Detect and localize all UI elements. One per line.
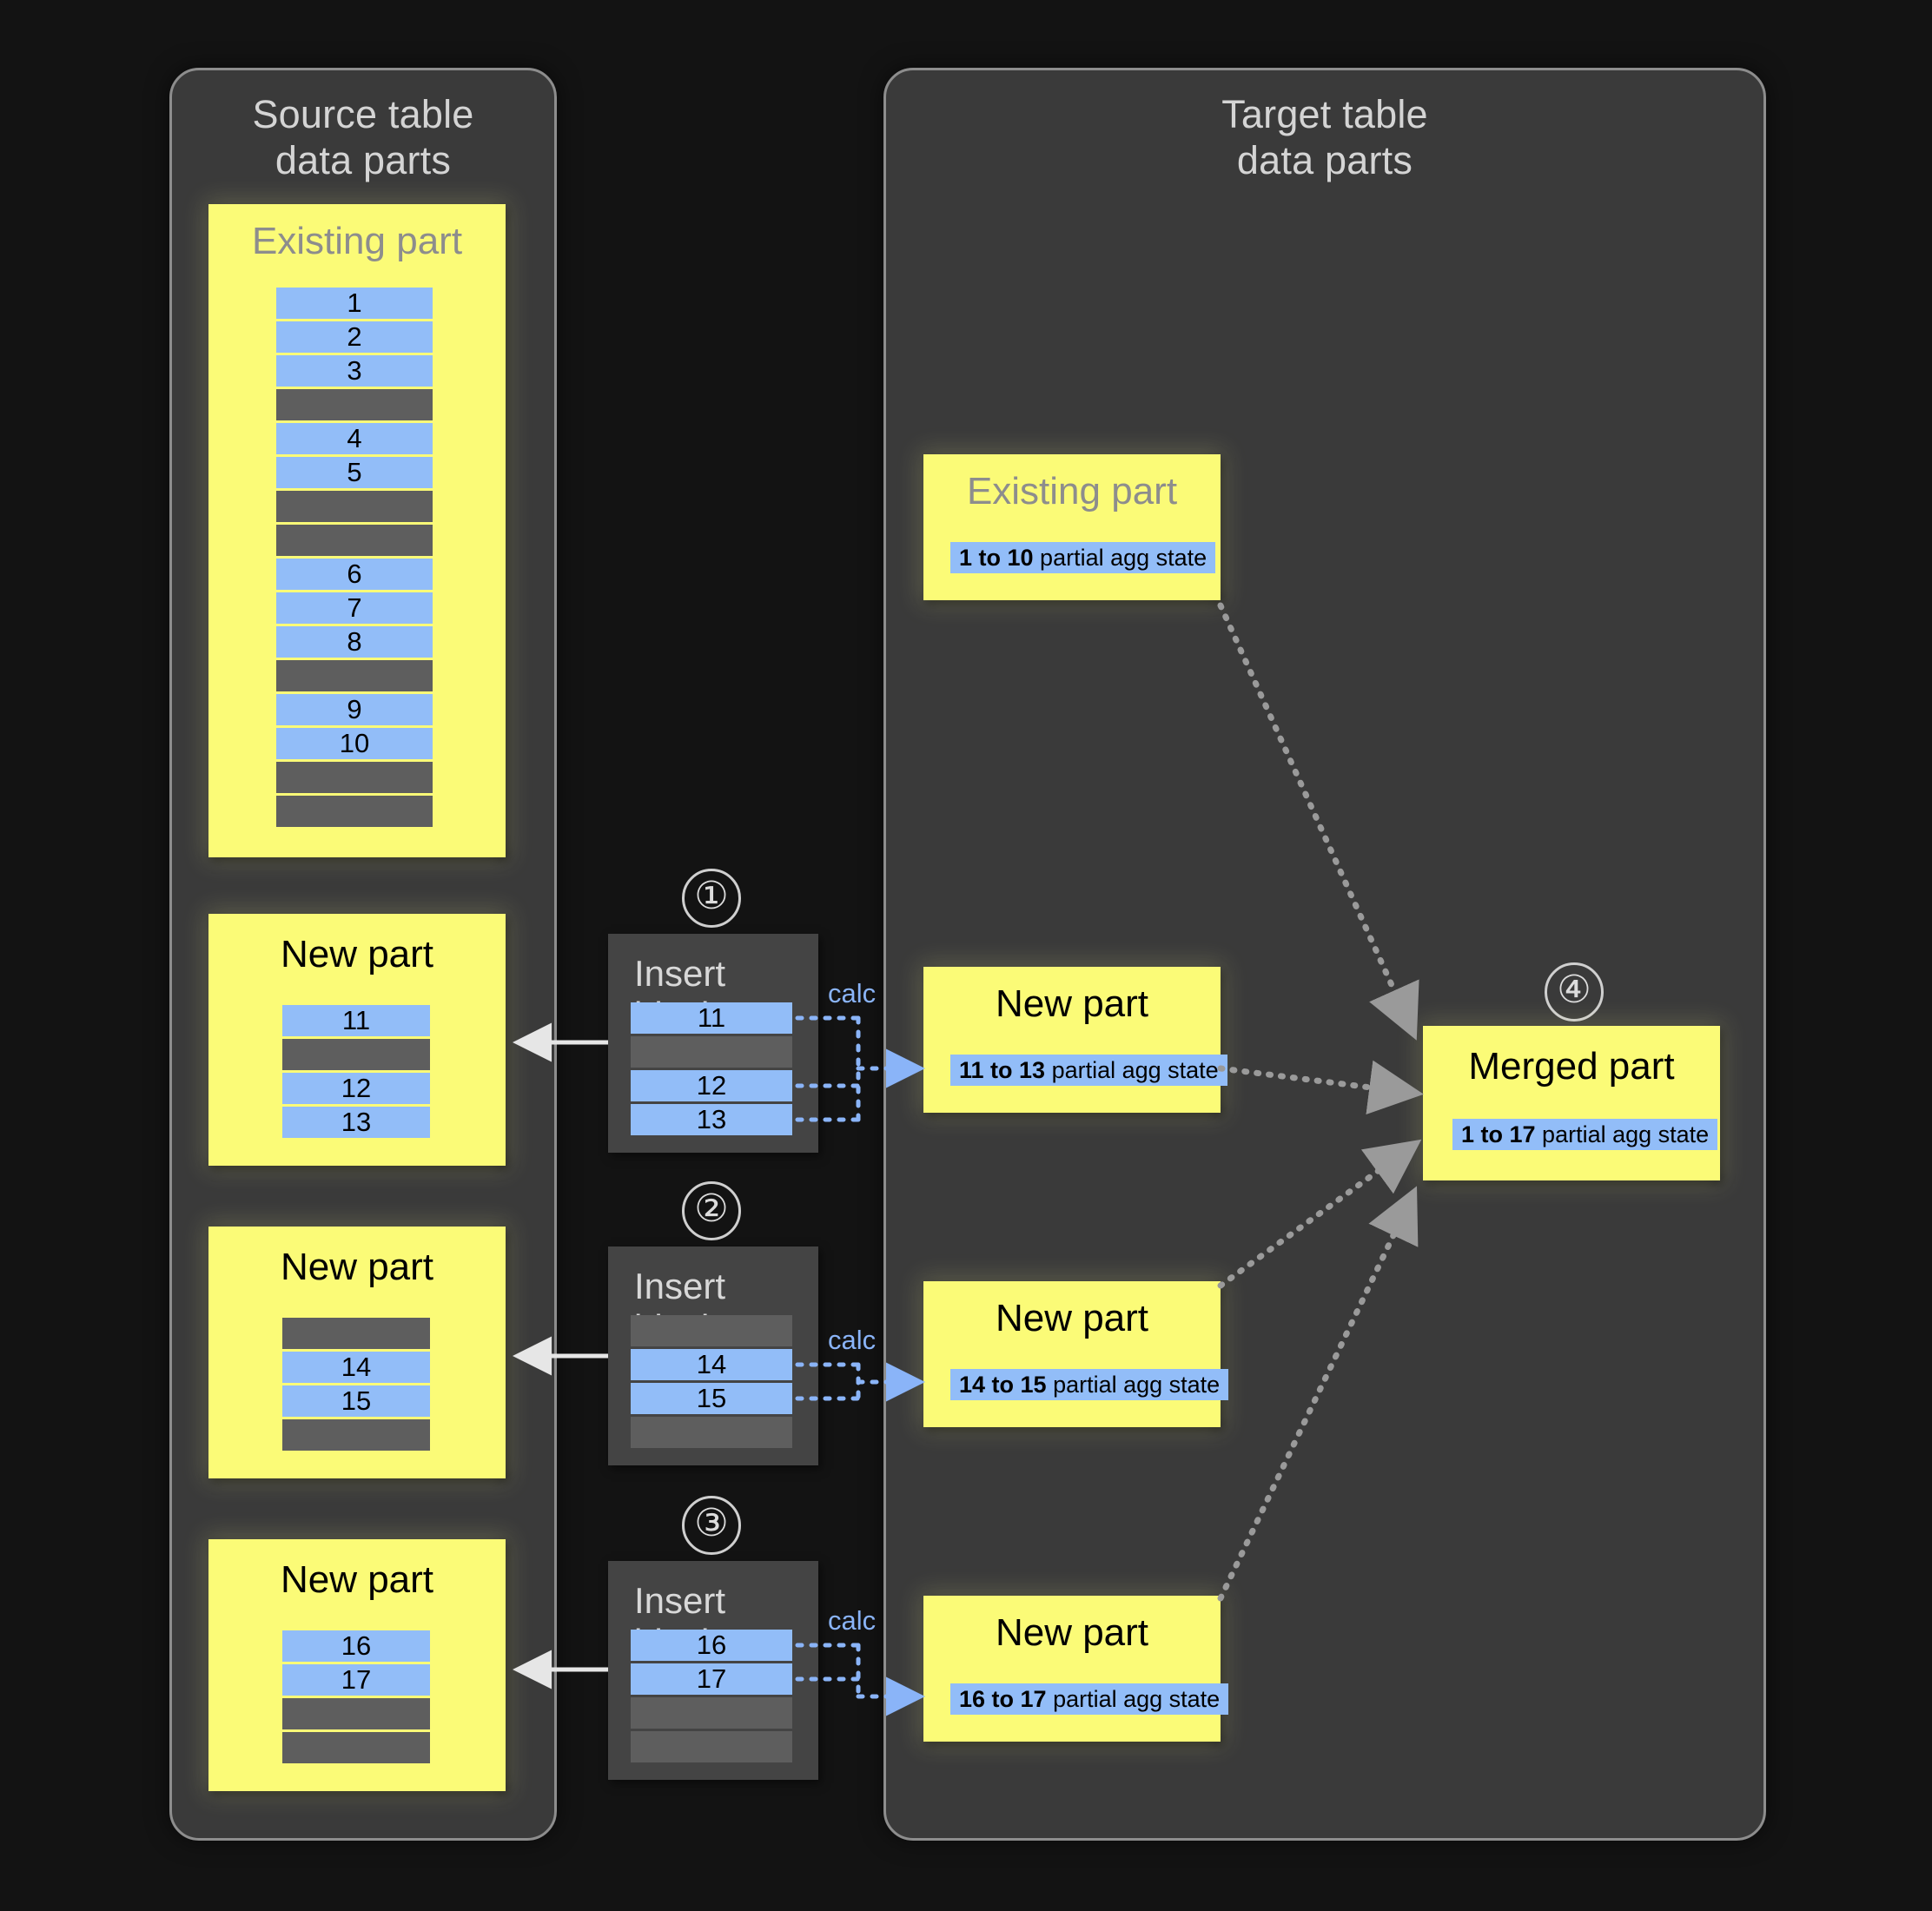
data-row	[276, 525, 433, 556]
data-row: 15	[631, 1383, 792, 1414]
calc-label-1: calc	[828, 978, 877, 1008]
source-panel-title: Source table data parts	[252, 92, 474, 183]
data-row	[631, 1036, 792, 1068]
merged-part-title: Merged part	[1468, 1045, 1675, 1088]
data-row: 6	[276, 559, 433, 590]
data-row: 10	[276, 728, 433, 759]
target-existing-part-agg-state: 1 to 10 partial agg state	[950, 542, 1216, 573]
data-row: 12	[282, 1073, 430, 1104]
data-row: 9	[276, 694, 433, 725]
data-row	[282, 1698, 430, 1729]
data-row: 7	[276, 592, 433, 624]
target-table-panel: Target table data parts	[883, 68, 1766, 1841]
calc-label-2: calc	[828, 1325, 877, 1355]
data-row	[282, 1732, 430, 1763]
step-badge-4: ④	[1545, 962, 1604, 1022]
agg-suffix: partial agg state	[1033, 545, 1208, 571]
data-row	[631, 1315, 792, 1346]
data-row: 8	[276, 626, 433, 658]
agg-suffix: partial agg state	[1046, 1686, 1221, 1712]
agg-range: 16 to 17	[959, 1686, 1047, 1712]
agg-range: 14 to 15	[959, 1372, 1047, 1398]
data-row: 17	[282, 1664, 430, 1696]
data-row	[276, 762, 433, 793]
target-new-part-1-title: New part	[995, 982, 1149, 1025]
agg-suffix: partial agg state	[1045, 1057, 1219, 1083]
data-row: 14	[631, 1349, 792, 1380]
data-row: 4	[276, 423, 433, 454]
data-row	[631, 1731, 792, 1762]
target-panel-title: Target table data parts	[1221, 92, 1428, 183]
source-new-part-1-title: New part	[280, 933, 434, 975]
data-row	[276, 796, 433, 827]
source-new-part-2-title: New part	[280, 1246, 434, 1288]
agg-suffix: partial agg state	[1535, 1121, 1710, 1147]
target-new-part-1: New part	[923, 967, 1221, 1113]
agg-range: 1 to 17	[1461, 1121, 1536, 1147]
step-badge-3: ③	[682, 1496, 741, 1555]
target-existing-part-title: Existing part	[966, 470, 1178, 512]
data-row: 11	[282, 1005, 430, 1036]
data-row: 12	[631, 1070, 792, 1101]
data-row: 13	[631, 1104, 792, 1135]
data-row	[276, 660, 433, 691]
data-row: 16	[282, 1630, 430, 1662]
calc-label-3: calc	[828, 1605, 877, 1636]
target-new-part-3-title: New part	[995, 1611, 1149, 1654]
target-new-part-2-title: New part	[995, 1297, 1149, 1339]
agg-range: 1 to 10	[959, 545, 1034, 571]
data-row	[282, 1318, 430, 1349]
merged-part-agg-state: 1 to 17 partial agg state	[1452, 1119, 1718, 1150]
data-row: 11	[631, 1002, 792, 1034]
data-row: 1	[276, 288, 433, 319]
data-row: 15	[282, 1385, 430, 1417]
data-row: 3	[276, 355, 433, 387]
target-new-part-2: New part	[923, 1281, 1221, 1427]
data-row	[276, 491, 433, 522]
agg-range: 11 to 13	[959, 1057, 1046, 1083]
target-existing-part: Existing part	[923, 454, 1221, 600]
target-new-part-1-agg-state: 11 to 13 partial agg state	[950, 1055, 1227, 1086]
data-row: 16	[631, 1630, 792, 1661]
target-new-part-3: New part	[923, 1596, 1221, 1742]
data-row	[276, 389, 433, 420]
data-row: 2	[276, 321, 433, 353]
agg-suffix: partial agg state	[1046, 1372, 1221, 1398]
data-row: 5	[276, 457, 433, 488]
data-row	[631, 1417, 792, 1448]
source-new-part-3-title: New part	[280, 1558, 434, 1601]
merged-part: Merged part	[1423, 1026, 1720, 1180]
target-new-part-2-agg-state: 14 to 15 partial agg state	[950, 1369, 1229, 1400]
data-row	[282, 1419, 430, 1451]
source-existing-part-title: Existing part	[251, 220, 463, 262]
data-row: 14	[282, 1352, 430, 1383]
step-badge-1: ①	[682, 869, 741, 928]
target-new-part-3-agg-state: 16 to 17 partial agg state	[950, 1683, 1229, 1715]
data-row	[282, 1039, 430, 1070]
data-row: 17	[631, 1663, 792, 1695]
data-row	[631, 1697, 792, 1729]
step-badge-2: ②	[682, 1181, 741, 1240]
data-row: 13	[282, 1107, 430, 1138]
